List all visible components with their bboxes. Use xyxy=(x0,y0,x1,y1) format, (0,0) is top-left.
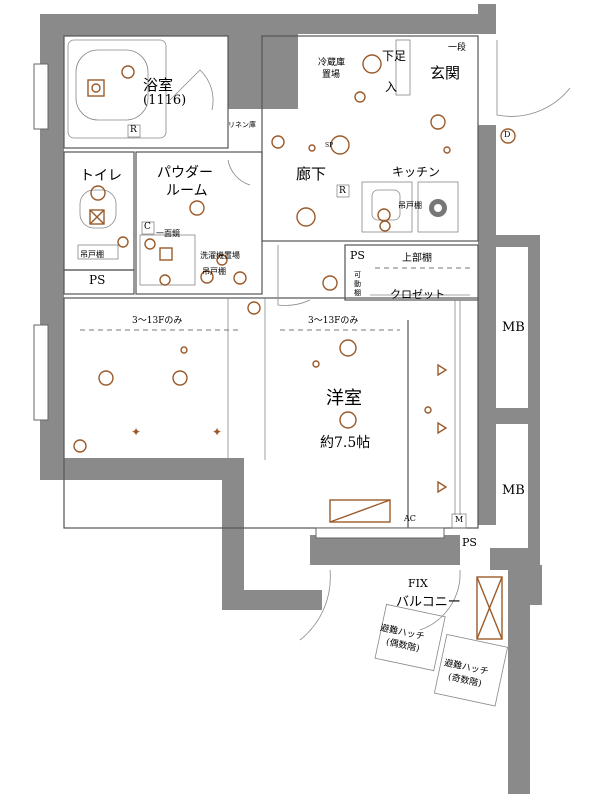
hanging-shelf-washer-label: 吊戸棚 xyxy=(202,267,226,276)
washer-label: 洗濯機置場 xyxy=(200,251,240,260)
windows xyxy=(33,63,445,539)
upper-cabinet-label: 上部棚 xyxy=(402,253,432,264)
svg-text:✦: ✦ xyxy=(212,425,222,439)
powder-room-label: パウダー xyxy=(157,165,213,181)
light-icons: ✦ ✦ xyxy=(73,39,516,529)
closet-label: クロゼット xyxy=(390,288,445,301)
mb-bottom-label: MB xyxy=(502,483,525,498)
step-label-2: 入 xyxy=(385,80,398,94)
doors xyxy=(169,40,571,641)
c-label: C xyxy=(144,222,151,232)
floor-note-left: 3～13Fのみ xyxy=(132,316,183,326)
fix-label: FIX xyxy=(408,577,428,590)
washbasin-icon xyxy=(139,234,196,286)
fridge-label: 冷蔵庫 xyxy=(318,58,346,68)
hanging-shelf-toilet-label: 吊戸棚 xyxy=(80,250,104,259)
stove-icon xyxy=(417,181,459,233)
ps-bottom-label: PS xyxy=(462,536,477,549)
outer-walls xyxy=(40,4,542,794)
m-label: M xyxy=(455,515,464,524)
svg-text:✦: ✦ xyxy=(131,425,141,439)
step-sign-label: 一段 xyxy=(448,43,467,53)
bathroom-label: 浴室 xyxy=(143,76,174,94)
ps-left-label: PS xyxy=(89,273,106,287)
kitchen-sink-icon xyxy=(361,181,413,233)
fridge-label-2: 置場 xyxy=(322,70,341,80)
d-label: D xyxy=(504,130,511,139)
powder-room-label-2: ルーム xyxy=(166,183,208,199)
hallway-label: 廊下 xyxy=(296,165,327,183)
western-room-label: 洋室 xyxy=(326,388,362,409)
mirror-label: 一面鏡 xyxy=(156,229,180,238)
bath-size-label: (1116) xyxy=(143,93,187,108)
linen-label: リネン庫 xyxy=(228,121,256,129)
balcony-hatch-icon xyxy=(374,576,509,707)
ps-mid-label: PS xyxy=(350,249,365,262)
ac-label: AC xyxy=(404,514,416,523)
toilet-label: トイレ xyxy=(80,168,122,184)
movable-shelf-label-2: 動 xyxy=(354,280,361,288)
interior-lines xyxy=(63,35,479,529)
kitchen-label: キッチン xyxy=(392,165,441,179)
movable-shelf-label: 可 xyxy=(354,271,361,279)
mb-top-label: MB xyxy=(502,320,525,335)
toilet-icon xyxy=(77,189,119,260)
hanging-shelf-kitchen-label: 吊戸棚 xyxy=(398,201,422,210)
bathtub-icon xyxy=(67,39,167,139)
step-label: 下足 xyxy=(382,49,407,63)
floor-note-right: 3～13Fのみ xyxy=(308,316,359,326)
r-label-kitchen: R xyxy=(339,186,346,196)
movable-shelf-label-3: 棚 xyxy=(354,289,361,297)
area-label: 約7.5帖 xyxy=(320,435,371,451)
entrance-label: 玄関 xyxy=(430,64,461,82)
balcony-label: バルコニー xyxy=(396,595,461,610)
sp-label: SP xyxy=(325,142,334,149)
r-label-bath: R xyxy=(130,125,137,135)
